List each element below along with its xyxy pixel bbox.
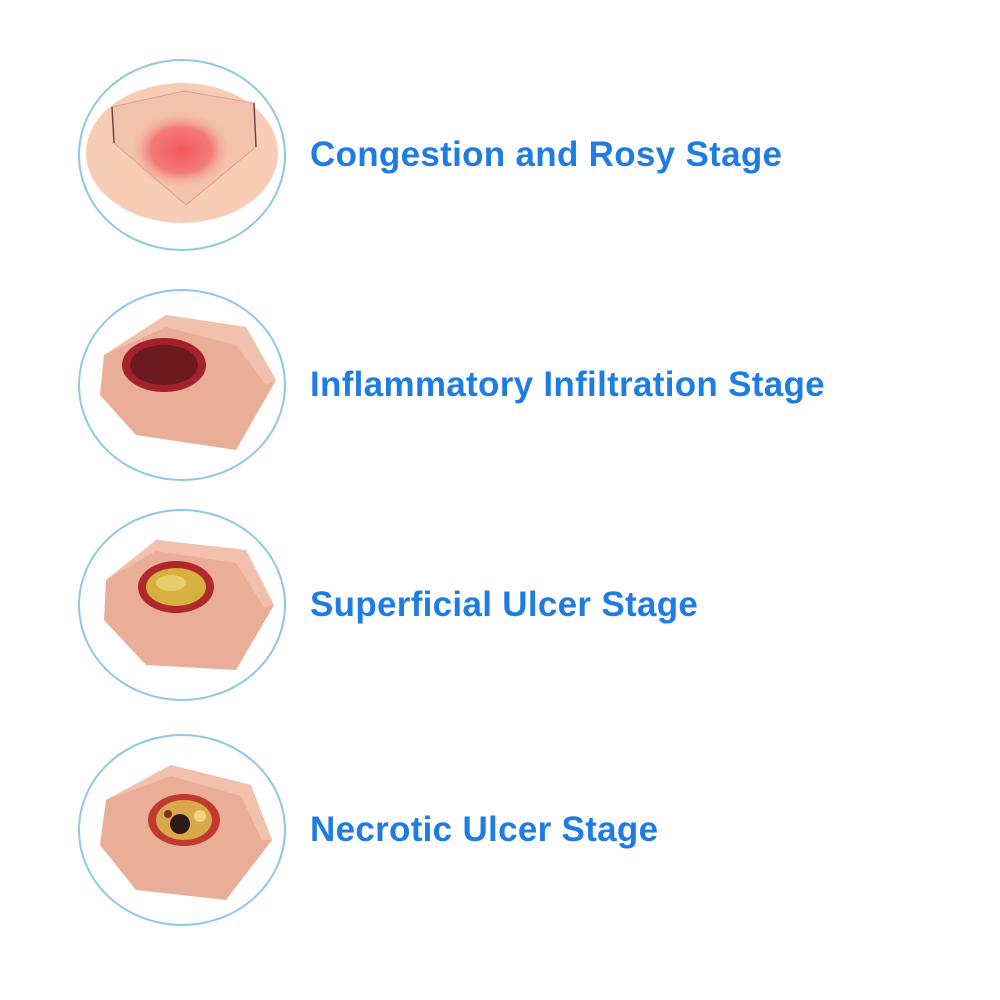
rosy-skin-model-icon xyxy=(78,59,286,251)
inflamed-wound-model-icon xyxy=(78,289,286,481)
stage-row-superficial-ulcer: Superficial Ulcer Stage xyxy=(0,505,1000,705)
superficial-ulcer-model-icon xyxy=(78,509,286,701)
stage-label: Necrotic Ulcer Stage xyxy=(310,810,659,849)
stage-label: Superficial Ulcer Stage xyxy=(310,585,699,624)
stage-label: Inflammatory Infiltration Stage xyxy=(310,365,825,404)
stage-row-congestion: Congestion and Rosy Stage xyxy=(0,55,1000,255)
necrotic-ulcer-model-icon xyxy=(78,734,286,926)
stage-row-inflammatory: Inflammatory Infiltration Stage xyxy=(0,285,1000,485)
stage-row-necrotic-ulcer: Necrotic Ulcer Stage xyxy=(0,730,1000,930)
stage-label: Congestion and Rosy Stage xyxy=(310,135,783,174)
